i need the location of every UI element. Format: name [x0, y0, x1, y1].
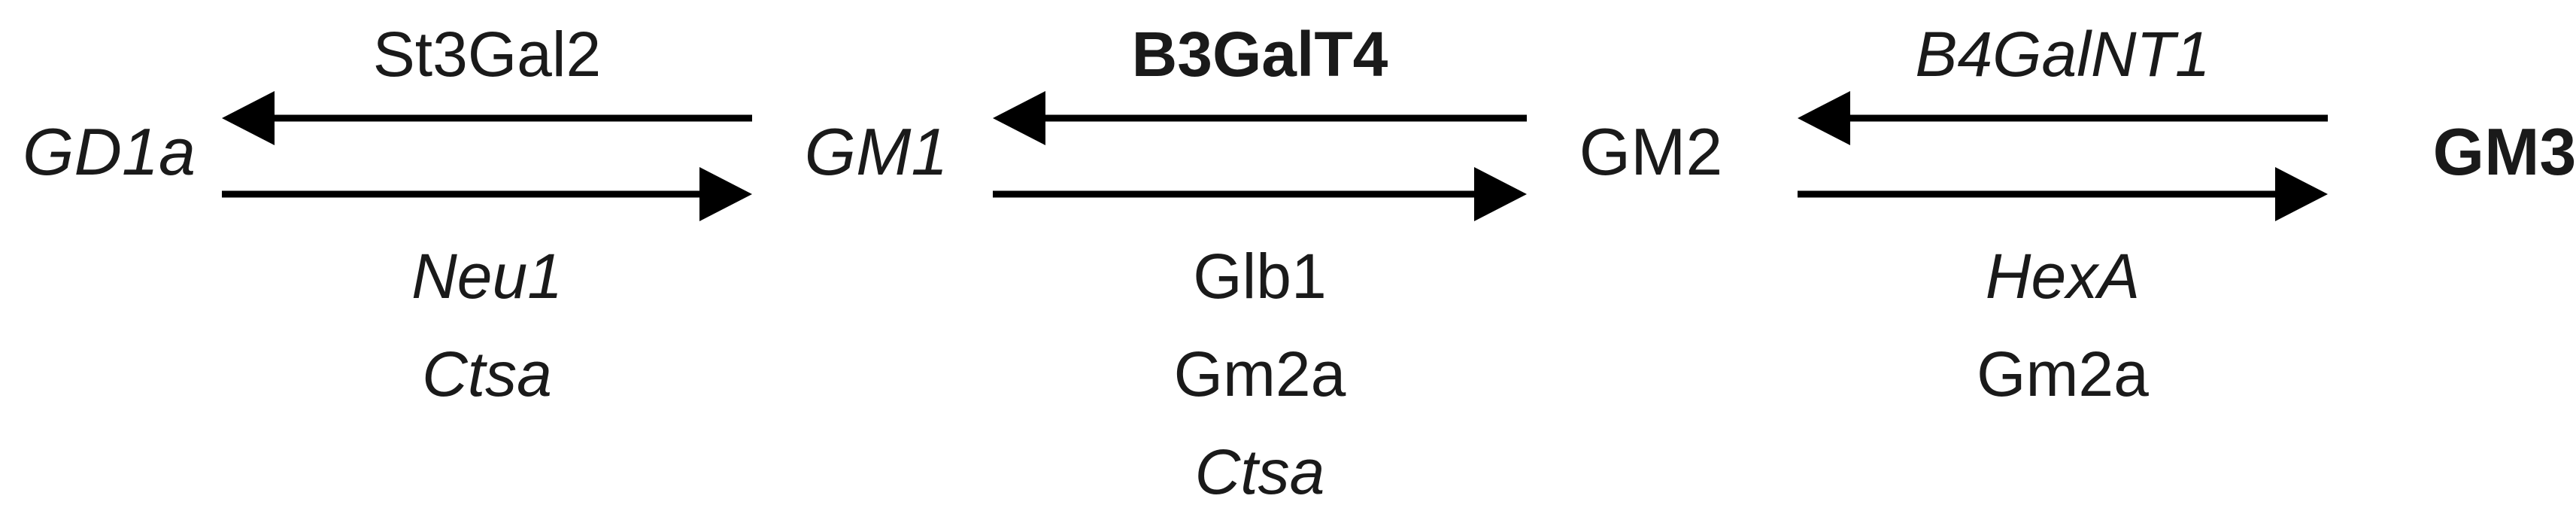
enzyme-ctsa: Ctsa	[422, 339, 552, 409]
synthesis-arrow-3	[1798, 91, 2328, 145]
node-gd1a: GD1a	[23, 114, 196, 189]
enzyme-st3gal2: St3Gal2	[372, 19, 602, 90]
node-gm1: GM1	[804, 114, 948, 189]
enzyme-ctsa: Ctsa	[1194, 436, 1325, 507]
degradation-arrow-1	[222, 167, 752, 221]
synthesis-arrow-2	[993, 91, 1527, 145]
enzyme-neu1: Neu1	[411, 241, 563, 312]
enzyme-b3galt4: B3GalT4	[1131, 19, 1388, 90]
node-gm3: GM3	[2432, 114, 2576, 189]
enzyme-hexa: HexA	[1985, 241, 2141, 312]
enzyme-b4galnt1: B4GalNT1	[1915, 19, 2210, 90]
enzyme-gm2a: Gm2a	[1977, 339, 2149, 409]
degradation-arrow-3	[1798, 167, 2328, 221]
degradation-arrow-2	[993, 167, 1527, 221]
node-gm2: GM2	[1579, 114, 1723, 189]
enzyme-gm2a: Gm2a	[1173, 339, 1346, 409]
enzyme-glb1: Glb1	[1193, 241, 1327, 312]
synthesis-arrow-1	[222, 91, 752, 145]
